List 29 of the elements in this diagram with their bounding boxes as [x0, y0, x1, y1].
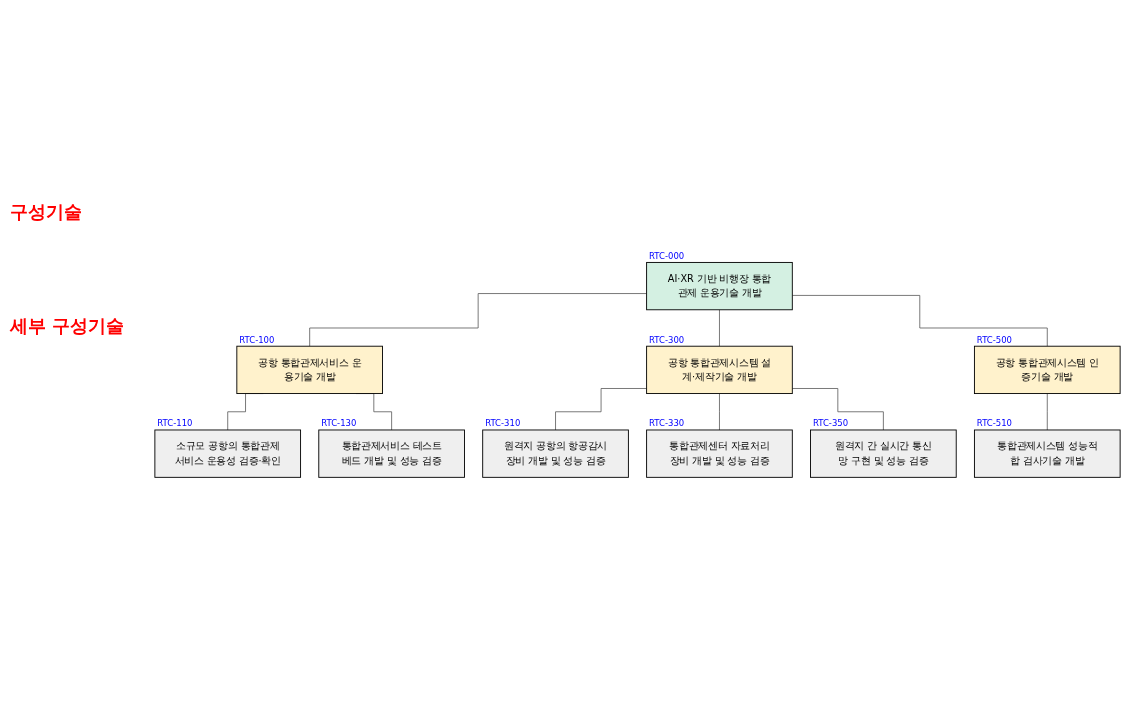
connector — [555, 388, 647, 431]
node-box: 공항 통합관제서비스 운용기술 개발 — [236, 345, 383, 394]
code-label: RTC-300 — [649, 334, 685, 345]
level-label: 세부 구성기술 — [10, 314, 126, 338]
connector — [1046, 393, 1048, 431]
node-box: 통합관제시스템 성능적합 검사기술 개발 — [973, 429, 1121, 478]
code-label: RTC-100 — [239, 334, 275, 345]
node-box: 통합관제서비스 테스트베드 개발 및 성능 검증 — [318, 429, 465, 478]
code-label: RTC-000 — [649, 250, 685, 261]
connector — [719, 309, 720, 347]
node-box: 통합관제센터 자료처리장비 개발 및 성능 검증 — [646, 429, 793, 478]
code-label: RTC-510 — [976, 418, 1012, 429]
connector — [791, 388, 884, 431]
code-label: RTC-310 — [485, 418, 521, 429]
node-box: 원격지 간 실시간 통신망 구현 및 성능 검증 — [810, 429, 957, 478]
node-box: 원격지 공항의 항공감시장비 개발 및 성능 검증 — [482, 429, 629, 478]
code-label: RTC-130 — [321, 418, 357, 429]
code-label: RTC-330 — [649, 418, 685, 429]
connector — [791, 294, 1048, 347]
node-box: AI·XR 기반 비행장 통합관제 운용기술 개발 — [646, 261, 793, 311]
node-box: 공항 통합관제시스템 설계·제작기술 개발 — [646, 345, 793, 394]
node-box: 소규모 공항의 통합관제서비스 운용성 검증·확인 — [154, 429, 302, 478]
code-label: RTC-110 — [157, 418, 193, 429]
connector — [719, 393, 720, 431]
code-label: RTC-500 — [976, 334, 1012, 345]
node-box: 공항 통합관제시스템 인증기술 개발 — [973, 345, 1121, 394]
code-label: RTC-350 — [812, 418, 849, 429]
level-label: 구성기술 — [10, 200, 83, 224]
connector — [309, 293, 647, 347]
